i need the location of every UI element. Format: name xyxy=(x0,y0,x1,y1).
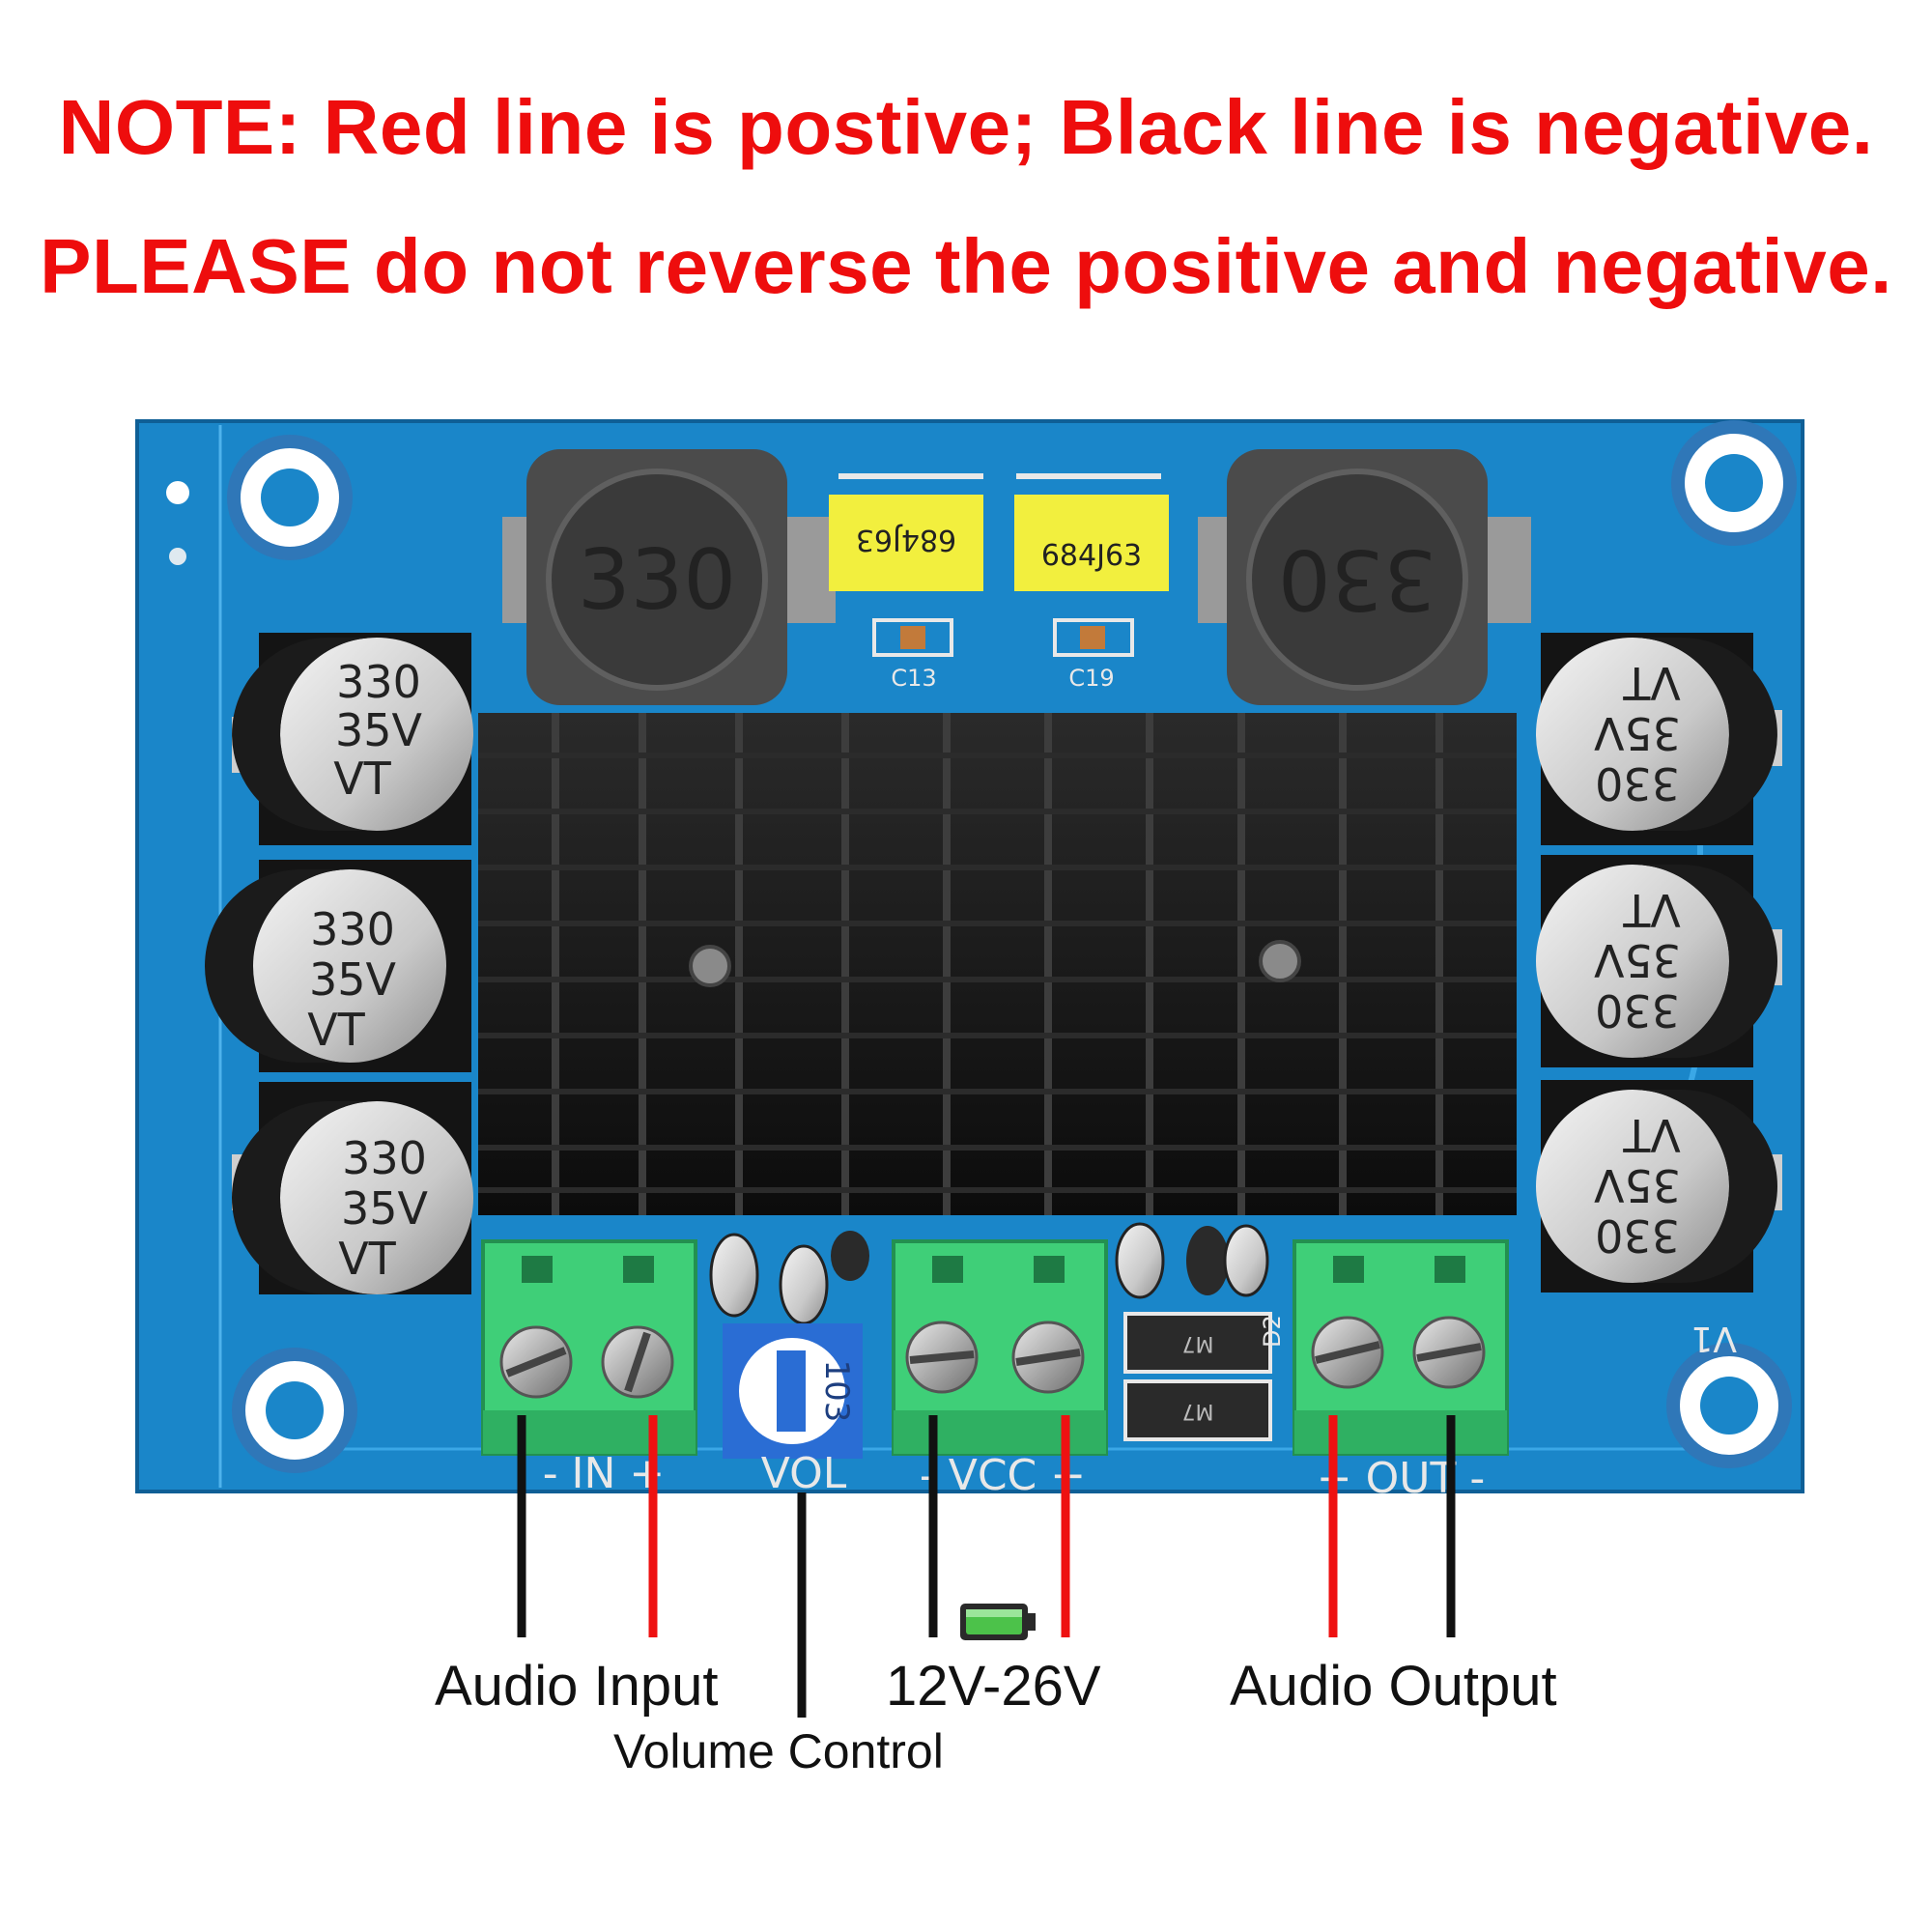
cap-label-voltage: 35V xyxy=(1593,707,1681,759)
battery-icon xyxy=(960,1604,1036,1640)
cap-label-series: VT xyxy=(1622,1109,1680,1161)
volume-control-label: Volume Control xyxy=(613,1724,944,1778)
smd-capacitor-c13: C13 xyxy=(872,618,953,692)
cap-label-series: VT xyxy=(1622,657,1680,709)
cap-label-voltage: 35V xyxy=(1593,934,1681,986)
cap-label-series: VT xyxy=(333,753,391,805)
inductor-right-label: 330 xyxy=(1278,530,1436,627)
electrolytic-capacitor-right-3: 330 35V VT xyxy=(1536,1080,1782,1293)
wires xyxy=(517,1415,1456,1718)
electrolytic-capacitor-right-1: 330 35V VT xyxy=(1536,633,1782,845)
terminal-block-input xyxy=(481,1239,697,1456)
electrolytic-capacitor-left-2: 330 35V VT xyxy=(205,860,471,1072)
cap-label-capacitance: 330 xyxy=(1595,757,1680,810)
cap-label-series: VT xyxy=(1622,884,1680,936)
silk-out: + OUT - xyxy=(1317,1454,1485,1503)
diode-code: M7 xyxy=(1182,1331,1214,1355)
inductor-right: 330 xyxy=(1198,449,1531,705)
smd-right-label: C19 xyxy=(1068,665,1114,692)
electrolytic-capacitor-left-3: 330 35V VT xyxy=(232,1082,473,1294)
diode-2: M7 xyxy=(1123,1379,1272,1441)
mounting-hole-bottom-right xyxy=(1666,1343,1792,1468)
silk-in: - IN + xyxy=(543,1449,666,1498)
cap-label-voltage: 35V xyxy=(341,1182,429,1235)
cap-label-capacitance: 330 xyxy=(342,1132,427,1184)
cap-label-voltage: 35V xyxy=(1593,1159,1681,1211)
terminal-block-vcc xyxy=(892,1239,1108,1456)
silk-vol: VOL xyxy=(761,1449,847,1498)
power-voltage-label: 12V-26V xyxy=(886,1655,1101,1718)
cap-label-voltage: 35V xyxy=(309,953,397,1006)
cap-label-series: VT xyxy=(338,1233,396,1285)
small-capacitors xyxy=(709,1222,1269,1325)
diode-1: M7 xyxy=(1123,1312,1272,1374)
cap-label-capacitance: 330 xyxy=(1595,984,1680,1037)
diode-code: M7 xyxy=(1182,1399,1214,1423)
terminal-block-output xyxy=(1293,1239,1509,1456)
mounting-hole-bottom-left xyxy=(232,1348,357,1473)
electrolytic-capacitor-right-2: 330 35V VT xyxy=(1536,855,1782,1067)
cap-label-capacitance: 330 xyxy=(336,656,421,708)
silk-vcc: - VCC + xyxy=(920,1451,1086,1500)
volume-potentiometer: 103 xyxy=(723,1323,863,1459)
smd-capacitor-c19: C19 xyxy=(1053,618,1134,692)
audio-output-label: Audio Output xyxy=(1230,1655,1557,1718)
board-mark: V1 xyxy=(1690,1319,1737,1358)
inductor-left-label: 330 xyxy=(578,532,736,629)
inductor-left: 330 xyxy=(502,449,836,705)
film-capacitor-right: 684J63 xyxy=(1014,473,1169,591)
film-capacitor-left-label: 684J63 xyxy=(856,523,956,556)
mounting-hole-top-left xyxy=(227,435,353,560)
warning-note-line-1: NOTE: Red line is postive; Black line is… xyxy=(58,84,1874,170)
cap-label-voltage: 35V xyxy=(335,704,423,756)
mounting-hole-top-right xyxy=(1671,420,1797,546)
audio-input-label: Audio Input xyxy=(435,1655,719,1718)
smd-left-label: C13 xyxy=(891,665,936,692)
heatsink xyxy=(478,713,1517,1215)
cap-label-capacitance: 330 xyxy=(310,903,395,955)
film-capacitor-left: 684J63 xyxy=(829,473,983,591)
electrolytic-capacitor-left-1: 330 35V VT xyxy=(232,633,473,845)
cap-label-series: VT xyxy=(307,1004,365,1056)
diode-label: D2 xyxy=(1259,1315,1286,1348)
cap-label-capacitance: 330 xyxy=(1595,1209,1680,1262)
warning-note-line-2: PLEASE do not reverse the positive and n… xyxy=(40,223,1892,309)
potentiometer-code: 103 xyxy=(817,1360,856,1423)
film-capacitor-right-label: 684J63 xyxy=(1041,539,1142,573)
